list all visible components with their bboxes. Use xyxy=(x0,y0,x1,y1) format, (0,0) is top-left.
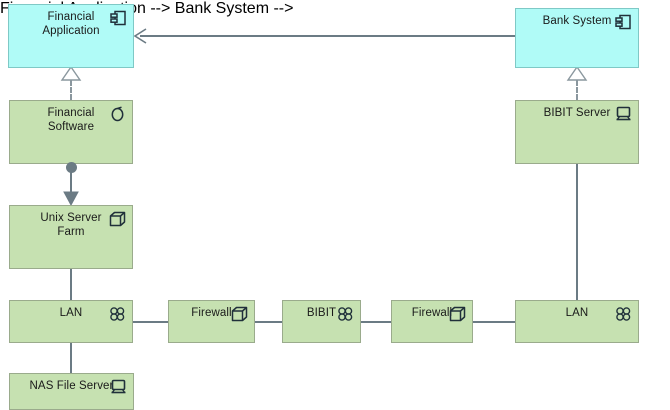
node-bibit-server[interactable]: BIBIT Server xyxy=(515,100,639,164)
connector-firewall-right-to-lan-right xyxy=(473,321,516,323)
arrowhead-open-left xyxy=(133,27,147,45)
network-icon xyxy=(337,306,354,322)
node-cube-icon xyxy=(109,211,126,227)
node-bank-system[interactable]: Bank System xyxy=(515,8,639,68)
node-label: LAN xyxy=(59,307,83,319)
connector-lan-left-to-nas-file-server xyxy=(70,343,72,374)
connector-financial-software-realization xyxy=(70,80,72,100)
node-label: BIBIT Server xyxy=(543,107,611,119)
provided-interface-ball xyxy=(65,162,77,173)
node-cube-icon xyxy=(231,306,248,322)
node-label: Financial Software xyxy=(47,107,95,133)
node-lan-right[interactable]: LAN xyxy=(515,300,639,343)
connector-unix-server-farm-to-lan-left xyxy=(70,269,72,301)
node-firewall-left[interactable]: Firewall xyxy=(168,300,255,343)
node-label: Unix Server Farm xyxy=(40,212,102,238)
network-icon xyxy=(109,306,126,322)
component-icon xyxy=(110,10,127,26)
connector-bank-system-to-financial-application xyxy=(140,35,515,37)
node-label: Financial Application xyxy=(42,11,100,37)
device-icon xyxy=(615,106,632,122)
node-firewall-right[interactable]: Firewall xyxy=(391,300,473,343)
arrowhead-filled-down xyxy=(63,191,79,206)
node-label: Firewall xyxy=(191,307,232,319)
connector-lan-left-to-firewall-left xyxy=(133,321,169,323)
component-icon xyxy=(615,14,632,30)
connector-financial-software-to-unix-server-farm xyxy=(70,164,72,202)
node-financial-software[interactable]: Financial Software xyxy=(9,100,133,164)
node-label: Bank System xyxy=(542,15,612,27)
connector-bibit-to-firewall-right xyxy=(361,321,392,323)
connector-bibit-server-to-lan-right xyxy=(576,164,578,301)
node-label: Firewall xyxy=(411,307,453,319)
network-icon xyxy=(615,306,632,322)
node-label: BIBIT xyxy=(306,307,337,319)
node-lan-left[interactable]: LAN xyxy=(9,300,133,343)
connector-firewall-left-to-bibit xyxy=(255,321,283,323)
node-bibit[interactable]: BIBIT xyxy=(282,300,361,343)
node-cube-icon xyxy=(449,306,466,322)
node-label: NAS File Server xyxy=(29,380,114,392)
connector-bibit-server-realization xyxy=(576,80,578,100)
node-label: LAN xyxy=(565,307,589,319)
device-icon xyxy=(110,379,127,395)
node-unix-server-farm[interactable]: Unix Server Farm xyxy=(9,205,133,269)
system-software-icon xyxy=(109,106,126,122)
node-nas-file-server[interactable]: NAS File Server xyxy=(9,373,134,410)
node-financial-application[interactable]: Financial Application xyxy=(8,4,134,68)
